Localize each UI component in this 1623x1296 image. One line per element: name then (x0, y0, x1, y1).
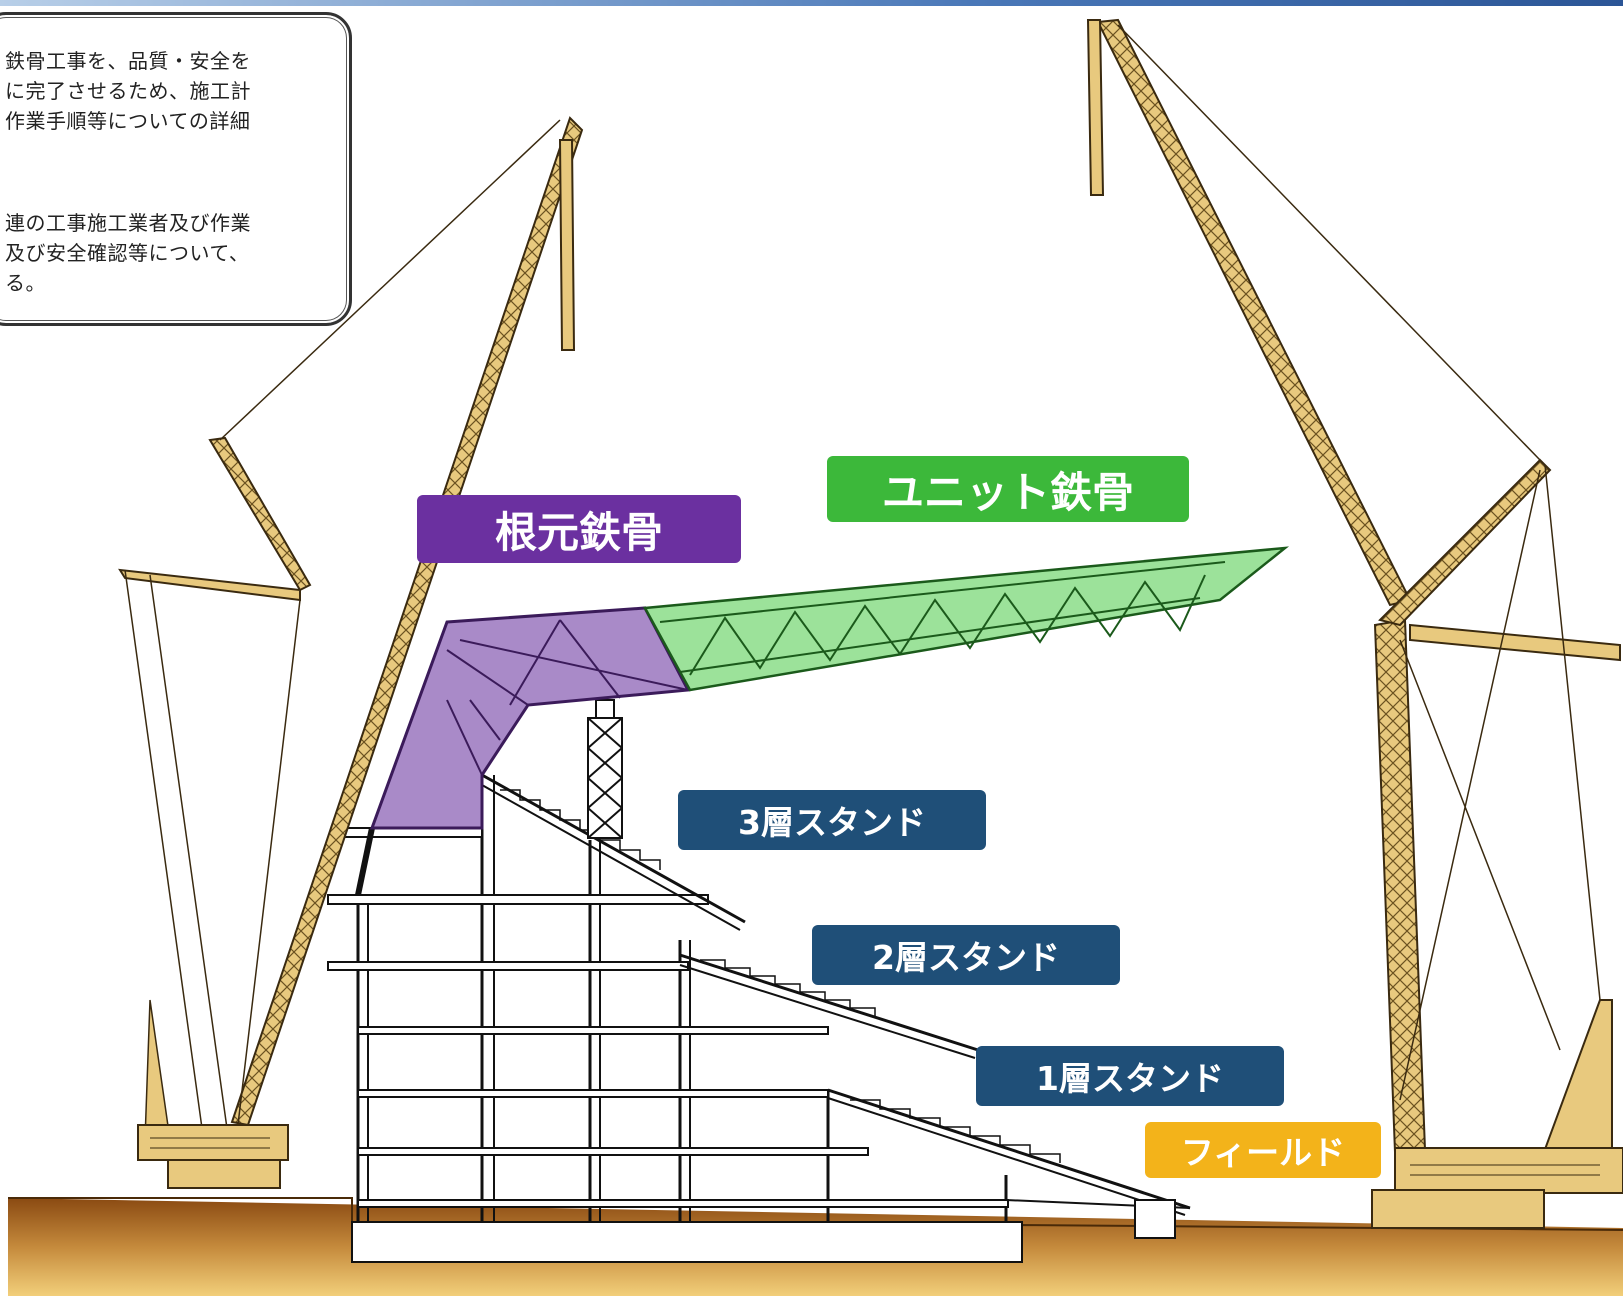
left-crane (118, 116, 584, 1189)
stand-1-label: 1層スタンド (976, 1046, 1284, 1106)
unit-steel-label: ユニット鉄骨 (827, 456, 1189, 522)
root-steel-section (369, 606, 691, 830)
note-line: る。 (5, 271, 46, 295)
support-tower (587, 699, 623, 839)
note-line: 及び安全確認等について、 (5, 241, 250, 265)
note-line: 鉄骨工事を、品質・安全を (5, 49, 251, 73)
note-line: 作業手順等についての詳細 (5, 109, 251, 133)
stand-3-label: 3層スタンド (678, 790, 986, 850)
note-box: 鉄骨工事を、品質・安全を に完了させるため、施工計 作業手順等についての詳細 連… (0, 12, 352, 326)
stadium-frame (327, 773, 1191, 1263)
note-line: に完了させるため、施工計 (5, 79, 251, 103)
header-bar (0, 0, 1623, 6)
right-crane (1086, 18, 1623, 1229)
field-label: フィールド (1145, 1122, 1381, 1178)
stand-2-label: 2層スタンド (812, 925, 1120, 985)
note-line: 連の工事施工業者及び作業 (5, 211, 251, 235)
root-steel-label: 根元鉄骨 (417, 495, 741, 563)
unit-steel-section (642, 546, 1290, 692)
